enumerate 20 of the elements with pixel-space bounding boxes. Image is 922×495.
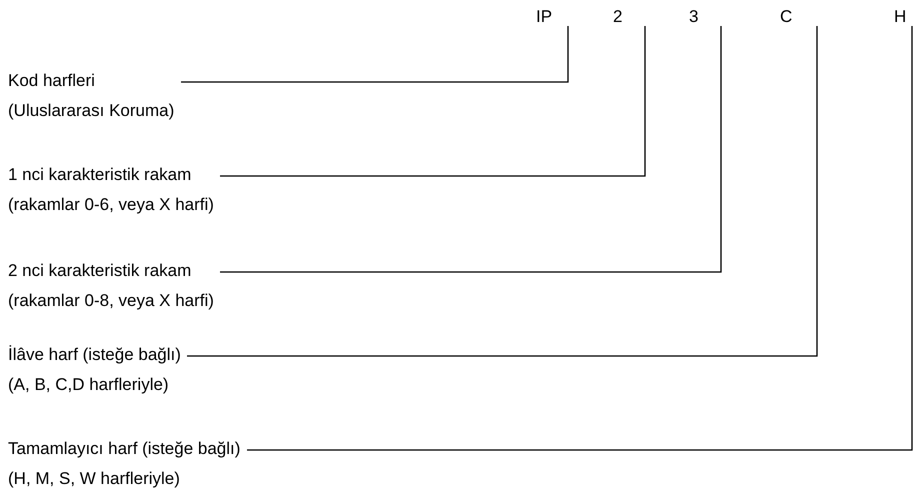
- callout-title: 2 nci karakteristik rakam: [8, 260, 192, 282]
- callout-title: 1 nci karakteristik rakam: [8, 164, 192, 186]
- leader-line: [247, 26, 913, 451]
- callout-note: (rakamlar 0-6, veya X harfi): [8, 194, 214, 216]
- callout-note: (A, B, C,D harfleriyle): [8, 374, 170, 396]
- code-character: C: [780, 2, 792, 32]
- callout-title: İlâve harf (isteğe bağlı): [8, 344, 181, 366]
- code-character: 2: [613, 2, 622, 32]
- callout-note: (H, M, S, W harfleriyle): [8, 468, 181, 490]
- code-character: 3: [689, 2, 698, 32]
- leader-line: [220, 26, 722, 273]
- callout-title: Kod harfleri: [8, 70, 96, 92]
- code-character: IP: [536, 2, 552, 32]
- callout-note: (Uluslararası Koruma): [8, 100, 174, 122]
- callout-note: (rakamlar 0-8, veya X harfi): [8, 290, 214, 312]
- code-character: H: [894, 2, 906, 32]
- leader-line: [181, 26, 569, 83]
- leader-line: [220, 26, 646, 177]
- leader-line: [187, 26, 818, 357]
- callout-title: Tamamlayıcı harf (isteğe bağlı): [8, 438, 240, 460]
